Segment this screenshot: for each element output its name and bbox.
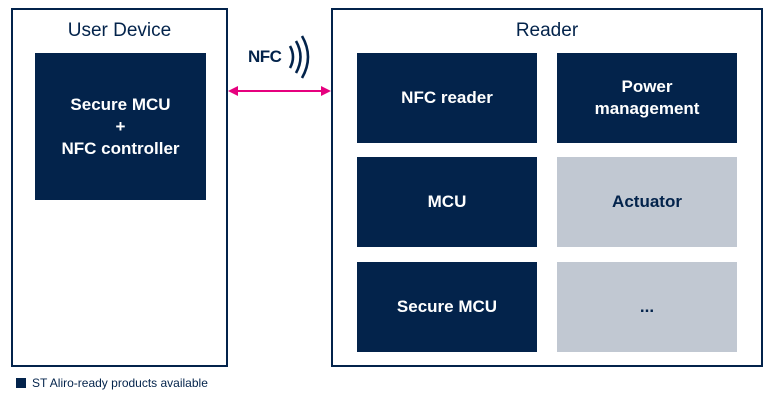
block-line: Secure MCU: [70, 94, 171, 114]
user-device-title: User Device: [67, 20, 172, 41]
secure-mcu-block: Secure MCU: [357, 262, 537, 352]
reader-frame: Reader NFC reader Power management MCU A…: [331, 8, 763, 367]
nfc-waves-icon: [288, 35, 310, 79]
more-components-block: ...: [557, 262, 737, 352]
power-management-block: Power management: [557, 53, 737, 143]
nfc-reader-block: NFC reader: [357, 53, 537, 143]
legend: ST Aliro-ready products available: [16, 376, 208, 390]
secure-mcu-nfc-controller-block: Secure MCU + NFC controller: [35, 53, 206, 200]
nfc-label: NFC: [248, 47, 282, 66]
actuator-block: Actuator: [557, 157, 737, 247]
legend-swatch: [16, 378, 26, 388]
legend-label: ST Aliro-ready products available: [32, 376, 208, 390]
mcu-block: MCU: [357, 157, 537, 247]
block-line: +: [115, 116, 126, 136]
bidirectional-arrow: [228, 86, 331, 96]
block-line: NFC controller: [61, 138, 180, 158]
reader-title: Reader: [515, 20, 579, 41]
user-device-frame: User Device Secure MCU + NFC controller: [11, 8, 228, 367]
